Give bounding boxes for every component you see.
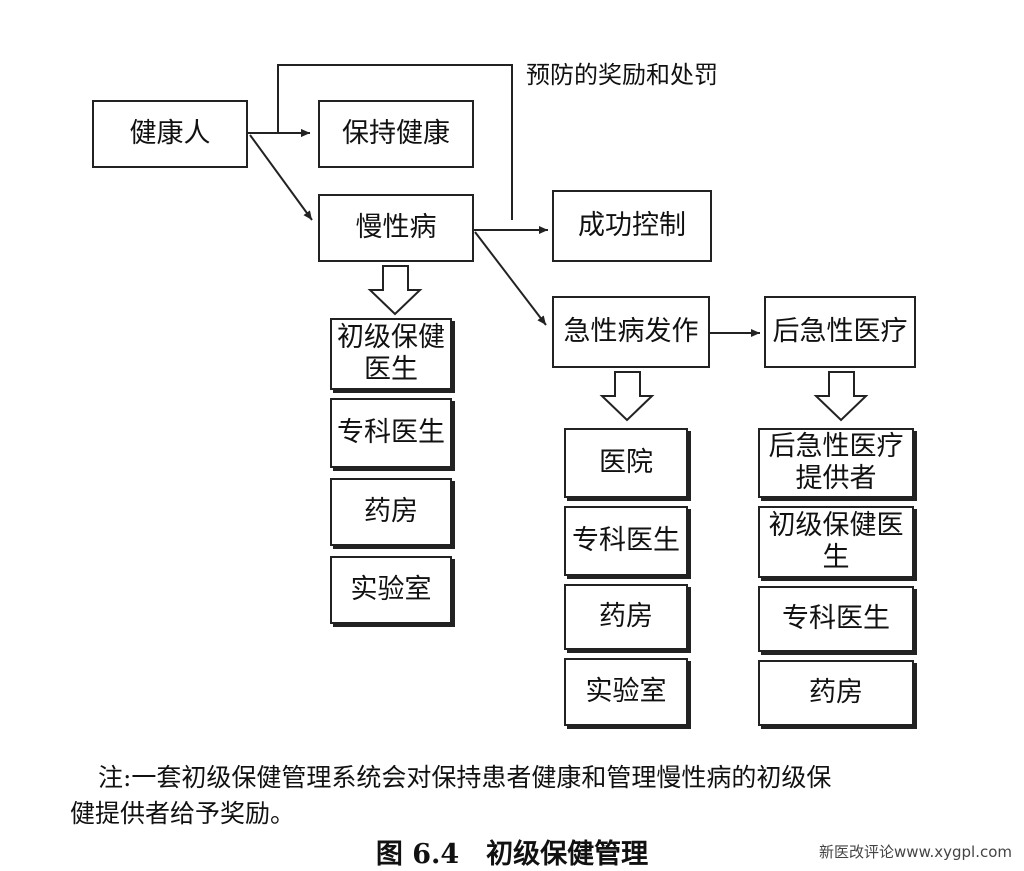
postacute-provider-pharmacy: 药房 [758, 660, 914, 726]
footnote-line-2: 健提供者给予奖励。 [70, 799, 296, 828]
postacute-provider-provider: 后急性医疗提供者 [758, 428, 914, 498]
node-chronic: 慢性病 [318, 194, 474, 262]
footnote: 注:一套初级保健管理系统会对保持患者健康和管理慢性病的初级保 健提供者给予奖励。 [70, 760, 970, 832]
figure-caption: 图 6.4 初级保健管理 [375, 839, 649, 870]
postacute-provider-primary-care: 初级保健医生 [758, 506, 914, 578]
acute-provider-hospital: 医院 [564, 428, 688, 498]
down-arrow-acute [599, 371, 655, 422]
watermark: 新医改评论www.xygpl.com [819, 843, 1012, 861]
arrow-chronic-to-acute [474, 231, 547, 326]
node-success: 成功控制 [552, 190, 712, 262]
node-keep-healthy: 保持健康 [318, 100, 474, 168]
acute-provider-lab: 实验室 [564, 658, 688, 726]
reward-label: 预防的奖励和处罚 [526, 61, 718, 89]
node-healthy: 健康人 [92, 100, 248, 168]
down-arrow-postacute [813, 371, 869, 422]
acute-provider-specialist: 专科医生 [564, 506, 688, 576]
chronic-provider-primary-care: 初级保健医生 [330, 318, 452, 390]
node-post-acute: 后急性医疗 [764, 296, 916, 368]
arrow-healthy-to-chronic [249, 134, 313, 221]
acute-provider-pharmacy: 药房 [564, 584, 688, 650]
node-acute: 急性病发作 [552, 296, 710, 368]
chronic-provider-specialist: 专科医生 [330, 398, 452, 468]
footnote-line-1: 注:一套初级保健管理系统会对保持患者健康和管理慢性病的初级保 [98, 763, 832, 792]
down-arrow-chronic [367, 265, 423, 316]
postacute-provider-specialist: 专科医生 [758, 586, 914, 652]
chronic-provider-lab: 实验室 [330, 556, 452, 624]
chronic-provider-pharmacy: 药房 [330, 478, 452, 546]
